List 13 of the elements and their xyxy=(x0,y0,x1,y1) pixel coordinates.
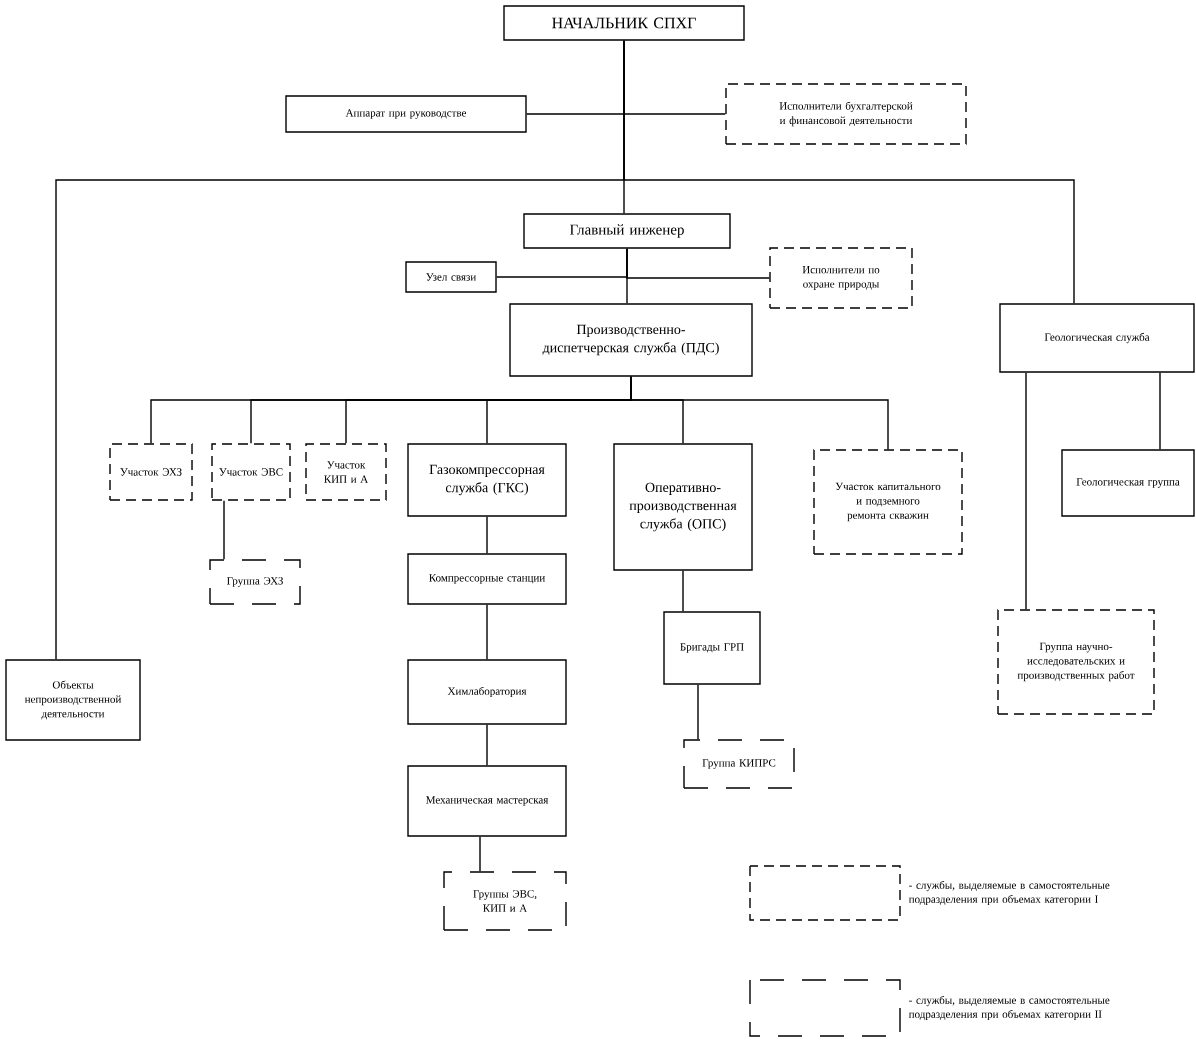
unit-box: НАЧАЛЬНИК СПХГ xyxy=(503,5,745,41)
connector-line xyxy=(1159,372,1161,450)
connector-line xyxy=(1025,372,1027,610)
connector-line xyxy=(486,516,488,554)
connector-line xyxy=(486,724,488,766)
connector-line xyxy=(626,248,628,304)
connector-line xyxy=(697,684,699,740)
connector-line xyxy=(623,40,625,214)
connector-line xyxy=(682,570,684,612)
connector-line xyxy=(479,835,481,872)
connector-line xyxy=(223,500,225,560)
connector-line xyxy=(486,604,488,660)
connector-line xyxy=(630,376,889,450)
